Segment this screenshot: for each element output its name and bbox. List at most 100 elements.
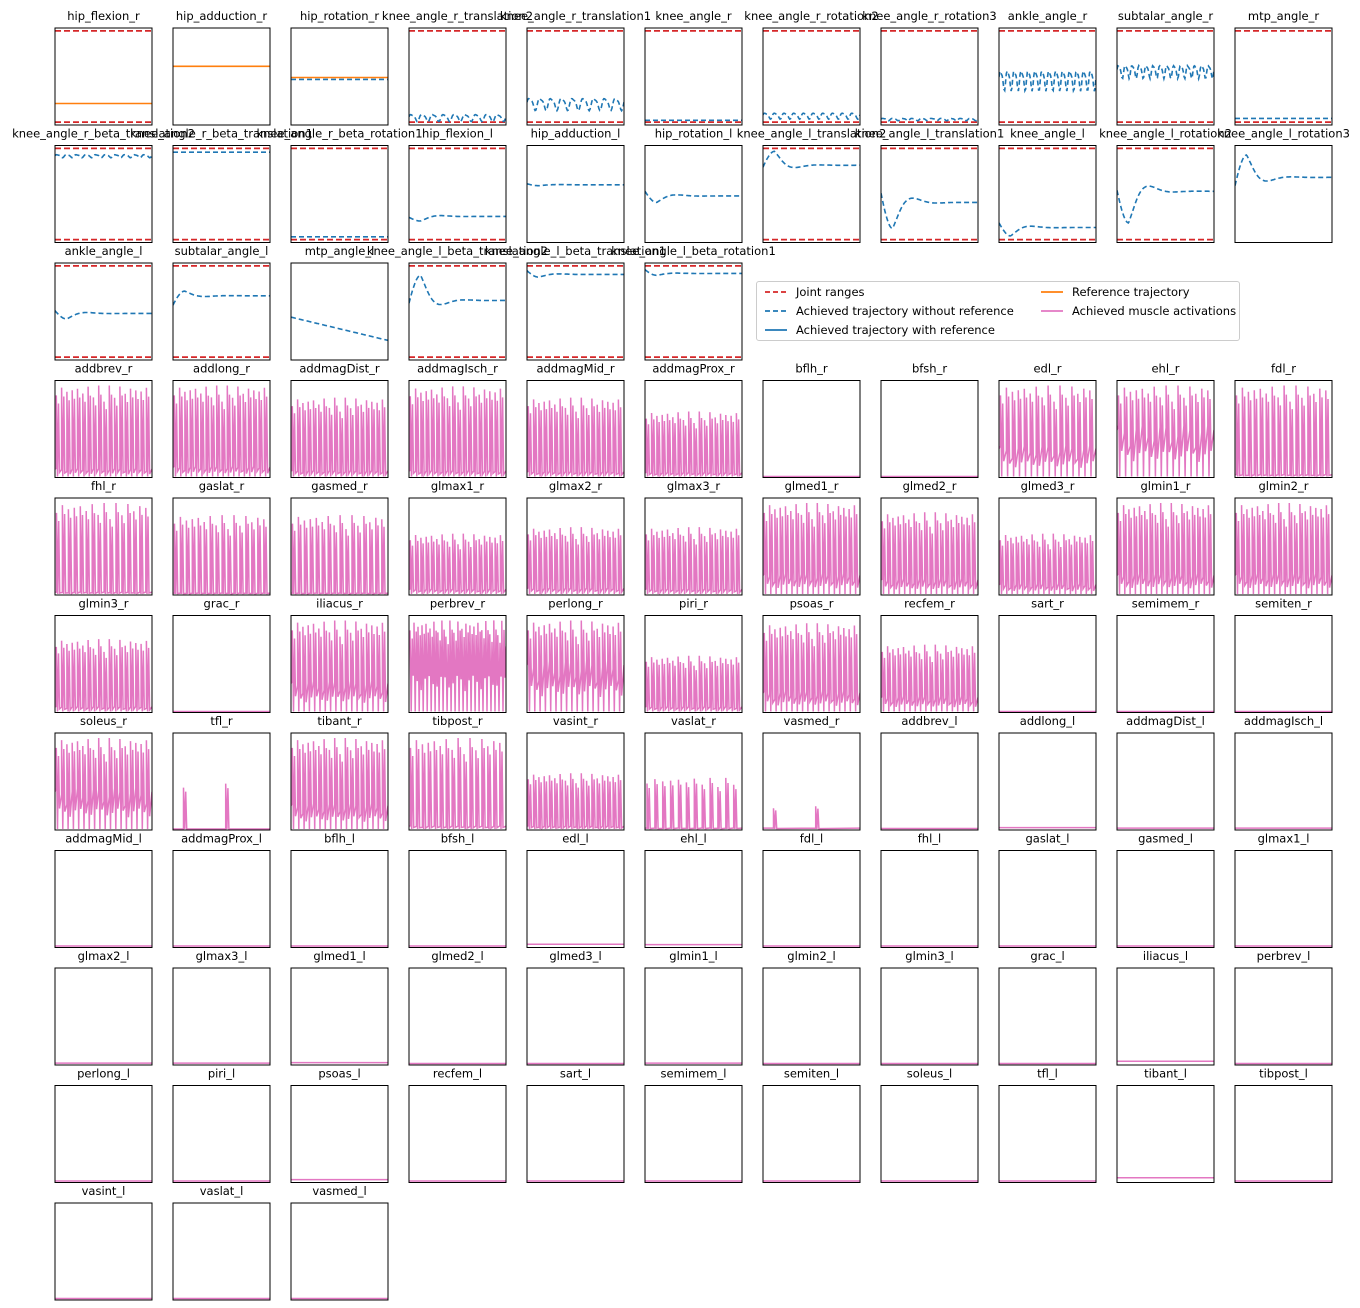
subplot-title: glmax1_l xyxy=(1258,832,1310,846)
subplot: subtalar_angle_l xyxy=(172,244,271,361)
subplot-title: mtp_angle_r xyxy=(1248,9,1319,23)
plot-area xyxy=(527,527,624,595)
axes-frame xyxy=(54,615,153,713)
subplot-title: glmax3_l xyxy=(196,949,248,963)
subplot: knee_angle_r xyxy=(644,9,743,126)
axes-frame xyxy=(880,967,979,1066)
axes-frame xyxy=(644,732,743,831)
subplot: tibant_l xyxy=(1116,1067,1215,1183)
achieved-trajectory-line xyxy=(881,117,978,122)
subplot: tfl_l xyxy=(998,1067,1097,1183)
subplot: ehl_l xyxy=(644,832,743,948)
axes-frame xyxy=(408,145,507,243)
subplot: addmagDist_l xyxy=(1116,714,1215,831)
subplot: knee_angle_l_beta_translation2 xyxy=(367,244,548,361)
plot-area xyxy=(763,502,860,595)
subplot: ankle_angle_r xyxy=(998,9,1097,126)
plot-area xyxy=(645,655,742,713)
muscle-activation-line xyxy=(763,502,860,595)
axes-frame xyxy=(762,380,861,478)
axes-frame xyxy=(526,615,625,713)
axes-frame xyxy=(762,615,861,713)
axes-frame xyxy=(526,497,625,596)
subplot-title: gasmed_r xyxy=(311,479,368,493)
legend-item: Reference trajectory xyxy=(1039,283,1190,301)
subplot-title: addbrev_l xyxy=(901,714,957,728)
axes-frame xyxy=(1234,27,1333,126)
muscle-activation-line xyxy=(173,783,270,830)
subplot-title: psoas_l xyxy=(318,1067,360,1081)
axes-frame xyxy=(762,27,861,126)
subplot: hip_rotation_r xyxy=(290,9,389,126)
subplot-title: semimem_l xyxy=(661,1067,727,1081)
subplot-title: tfl_l xyxy=(1037,1067,1058,1081)
plot-area xyxy=(409,265,506,358)
axes-frame xyxy=(290,1085,389,1183)
subplot: vaslat_r xyxy=(644,714,743,831)
axes-frame xyxy=(762,497,861,596)
axes-frame xyxy=(880,27,979,126)
subplot: hip_adduction_r xyxy=(172,9,271,126)
subplot-title: addmagDist_l xyxy=(1126,714,1205,728)
subplot-title: subtalar_angle_r xyxy=(1118,9,1214,23)
subplot: perlong_r xyxy=(526,597,625,713)
subplot: ankle_angle_l xyxy=(54,244,153,361)
plot-area xyxy=(1235,385,1332,478)
subplot-title: addmagMid_r xyxy=(536,362,614,376)
plot-area xyxy=(527,30,624,123)
subplot-title: glmin3_r xyxy=(79,597,129,611)
plot-area xyxy=(999,533,1096,595)
axes-frame xyxy=(290,850,389,948)
subplot-title: glmax2_l xyxy=(78,949,130,963)
subplot: vaslat_l xyxy=(172,1184,271,1301)
subplot-title: ehl_r xyxy=(1151,362,1179,376)
subplot: knee_angle_l_beta_translation1 xyxy=(485,244,666,361)
subplot-title: recfem_r xyxy=(904,597,955,611)
plot-area xyxy=(291,397,388,478)
subplot: addbrev_r xyxy=(54,362,153,478)
subplot: mtp_angle_r xyxy=(1234,9,1333,126)
subplot: edl_l xyxy=(526,832,625,948)
axes-frame xyxy=(762,850,861,948)
muscle-activation-line xyxy=(409,737,506,830)
axes-frame xyxy=(526,27,625,126)
muscle-activation-line xyxy=(55,639,152,713)
subplot: addmagProx_r xyxy=(644,362,743,478)
subplot: hip_rotation_l xyxy=(644,127,743,243)
subplot: glmed2_r xyxy=(880,479,979,596)
subplot-title: glmin2_l xyxy=(787,949,835,963)
subplot: gasmed_r xyxy=(290,479,389,596)
subplot: tibant_r xyxy=(290,714,389,831)
plot-area xyxy=(409,620,506,712)
axes-frame xyxy=(290,1202,389,1301)
subplot-title: addmagProx_r xyxy=(652,362,735,376)
subplot-title: perlong_l xyxy=(77,1067,130,1081)
subplot: glmax1_l xyxy=(1234,832,1333,948)
axes-frame xyxy=(998,27,1097,126)
achieved-trajectory-line xyxy=(409,113,506,123)
achieved-trajectory-line xyxy=(55,310,152,320)
subplot-title: sart_r xyxy=(1031,597,1064,611)
subplot-title: bfsh_r xyxy=(912,362,947,376)
subplot: vasint_l xyxy=(54,1184,153,1301)
muscle-activation-line xyxy=(291,397,388,478)
subplot-title: tibant_l xyxy=(1144,1067,1187,1081)
subplot-title: semiten_r xyxy=(1255,597,1312,611)
subplot: knee_angle_r_rotation3 xyxy=(862,9,997,126)
plot-area xyxy=(173,265,270,358)
plot-area xyxy=(1117,147,1214,241)
subplot-title: addmagProx_l xyxy=(181,832,262,846)
subplot: tibpost_l xyxy=(1234,1067,1333,1183)
axes-frame xyxy=(644,497,743,596)
plot-area xyxy=(291,515,388,595)
axes-frame xyxy=(172,497,271,596)
plot-area xyxy=(645,777,742,830)
axes-frame xyxy=(54,1202,153,1301)
axes-frame xyxy=(998,1085,1097,1183)
axes-frame xyxy=(880,732,979,831)
subplot: bflh_r xyxy=(762,362,861,478)
subplot: knee_angle_r_beta_rotation1 xyxy=(256,127,423,243)
legend-item: Achieved trajectory without reference xyxy=(763,302,1014,320)
legend-label: Achieved trajectory without reference xyxy=(796,304,1014,318)
subplot-title: addmagIsch_l xyxy=(1244,714,1323,728)
